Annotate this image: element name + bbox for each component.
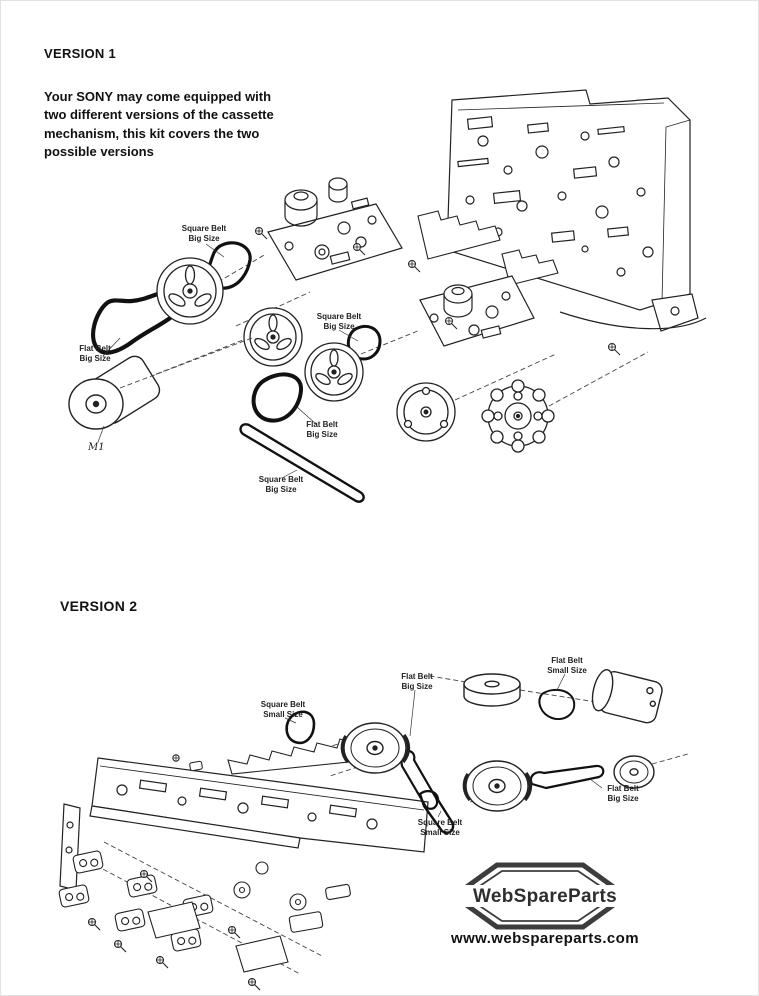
version2-title: VERSION 2 <box>60 598 138 614</box>
version2-exploded-diagram <box>58 669 689 991</box>
square-belt-big-1 <box>207 241 252 290</box>
square-belt-small-2 <box>418 789 455 835</box>
reel-pulley-mid-2 <box>304 342 364 402</box>
square-belt-big-long <box>239 423 365 503</box>
webspareparts-logo-hexagon <box>448 862 642 930</box>
intro-text: Your SONY may come equipped with two dif… <box>44 89 274 160</box>
pulleys <box>156 257 555 453</box>
reel-pulley-left <box>156 257 224 325</box>
chassis-v2 <box>59 757 429 891</box>
screws <box>255 227 621 356</box>
flat-cylinder-pulley-top <box>463 673 521 707</box>
mechanism-block-1 <box>267 177 403 281</box>
version1-title: VERSION 1 <box>44 46 117 61</box>
leader-lines-v2 <box>284 673 603 818</box>
logo-text: WebSpareParts <box>473 886 617 907</box>
reel-pulley-mid-1 <box>243 307 303 367</box>
comb-brackets <box>417 210 559 286</box>
mechanism-block-2 <box>419 275 535 347</box>
flat-pulley-ring <box>396 382 456 442</box>
pulleys-v2 <box>340 669 663 812</box>
flat-belt-big-2 <box>251 372 303 423</box>
gear-wheel <box>481 379 555 453</box>
drum-pulley-1 <box>340 722 411 774</box>
square-belt-small-1 <box>285 710 316 745</box>
drum-pulley-2 <box>462 760 533 812</box>
motor-m1 <box>68 337 253 430</box>
website-url: www.webspareparts.com <box>451 930 639 947</box>
motor-v2 <box>591 669 663 724</box>
motor-label: M1 <box>88 442 105 453</box>
square-belt-big-2 <box>346 325 382 361</box>
leader-lines-v1 <box>97 243 359 479</box>
small-parts <box>58 850 351 991</box>
flat-belt-small <box>538 688 576 720</box>
small-pulley-right <box>613 755 655 789</box>
flat-belt-big-v2-2 <box>529 764 605 790</box>
standoff <box>172 754 203 772</box>
version1-exploded-diagram <box>68 89 707 503</box>
